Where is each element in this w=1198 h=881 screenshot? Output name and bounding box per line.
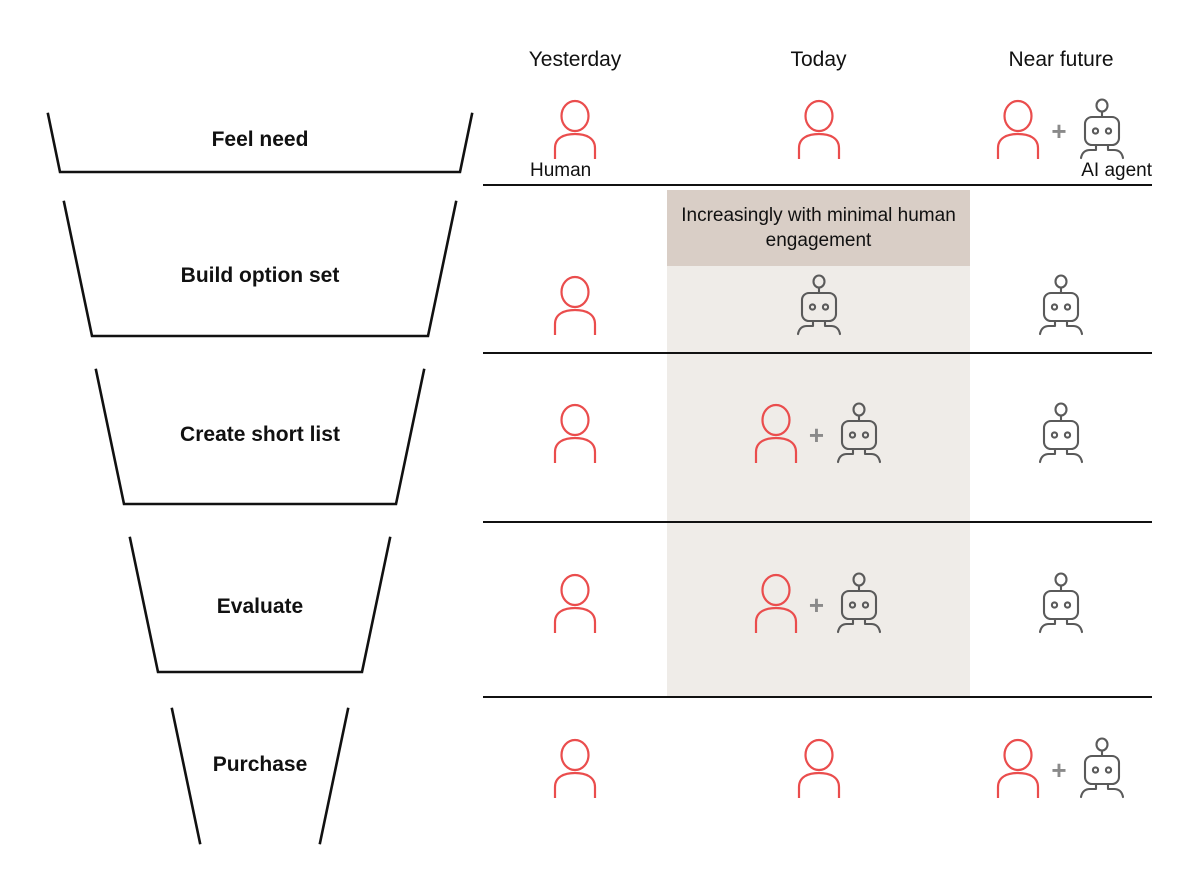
robot-icon xyxy=(796,274,841,336)
cell-feel-need-near-future: + xyxy=(970,96,1152,162)
cell-evaluate-near-future xyxy=(970,570,1152,636)
legend-ai-label: AI agent xyxy=(1081,160,1152,181)
callout-banner: Increasingly with minimal human engageme… xyxy=(667,190,970,266)
legend-human-label: Human xyxy=(530,160,592,181)
robot-icon xyxy=(1038,274,1084,336)
column-header-near-future: Near future xyxy=(1008,48,1114,71)
human-icon xyxy=(797,738,840,798)
funnel-segment-2 xyxy=(62,200,458,338)
funnel-graphic xyxy=(46,112,474,845)
funnel-segment-3 xyxy=(94,368,426,506)
robot-icon xyxy=(837,572,882,634)
cell-build-option-set-yesterday xyxy=(483,272,667,338)
robot-icon xyxy=(1079,98,1124,160)
callout-text: Increasingly with minimal human engageme… xyxy=(681,205,956,251)
human-icon xyxy=(997,99,1040,159)
plus-icon: + xyxy=(1051,116,1067,146)
column-header-yesterday: Yesterday xyxy=(528,48,622,71)
row-divider-3 xyxy=(483,521,1152,523)
cell-evaluate-yesterday xyxy=(483,570,667,636)
robot-icon xyxy=(1038,572,1084,634)
human-icon xyxy=(754,573,798,633)
column-header-today: Today xyxy=(790,48,847,71)
cell-create-short-list-today: + xyxy=(667,400,970,466)
row-divider-4 xyxy=(483,696,1152,698)
human-icon xyxy=(553,275,597,335)
human-icon xyxy=(754,403,798,463)
funnel-segment-5-right xyxy=(318,707,350,845)
plus-icon: + xyxy=(808,590,825,620)
human-icon xyxy=(553,99,597,159)
human-icon xyxy=(553,573,597,633)
cell-evaluate-today: + xyxy=(667,570,970,636)
cell-purchase-today xyxy=(667,735,970,801)
cell-create-short-list-yesterday xyxy=(483,400,667,466)
stage-label-feel-need: Feel need xyxy=(211,128,309,151)
row-divider-1 xyxy=(483,184,1152,186)
row-divider-2 xyxy=(483,352,1152,354)
cell-purchase-yesterday xyxy=(483,735,667,801)
robot-icon xyxy=(837,402,882,464)
stage-label-build-option-set: Build option set xyxy=(180,264,340,287)
stage-label-purchase: Purchase xyxy=(212,753,308,776)
robot-icon xyxy=(1038,402,1084,464)
cell-feel-need-today xyxy=(667,96,970,162)
human-icon xyxy=(997,738,1040,798)
cell-create-short-list-near-future xyxy=(970,400,1152,466)
cell-build-option-set-near-future xyxy=(970,272,1152,338)
human-icon xyxy=(553,403,597,463)
funnel-segment-1 xyxy=(46,112,474,174)
cell-build-option-set-today xyxy=(667,272,970,338)
funnel-segment-5-left xyxy=(170,707,202,845)
plus-icon: + xyxy=(808,420,825,450)
robot-icon xyxy=(1079,737,1124,799)
cell-purchase-near-future: + xyxy=(970,735,1152,801)
plus-icon: + xyxy=(1051,755,1067,785)
human-icon xyxy=(797,99,840,159)
stage-label-evaluate: Evaluate xyxy=(216,595,304,618)
cell-feel-need-yesterday xyxy=(483,96,667,162)
human-icon xyxy=(553,738,597,798)
funnel-segment-4 xyxy=(128,536,392,674)
stage-label-create-short-list: Create short list xyxy=(180,423,340,446)
